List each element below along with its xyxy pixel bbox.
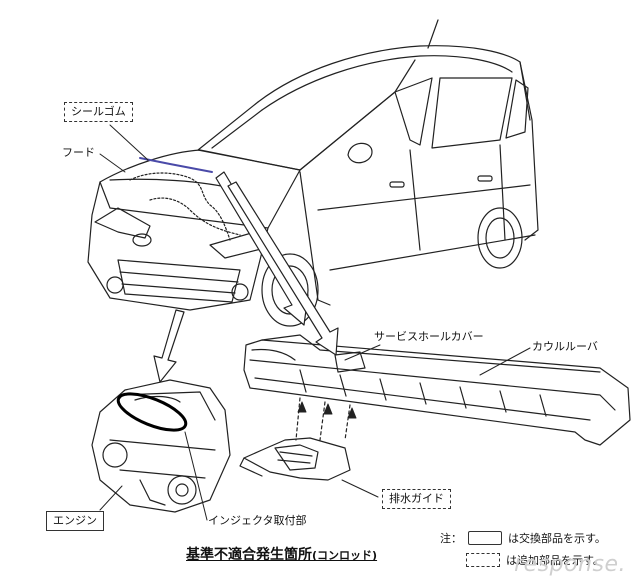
label-injector-mount: インジェクタ取付部 <box>208 514 307 527</box>
callout-lines <box>99 124 531 521</box>
label-hood: フード <box>62 146 95 159</box>
title-main: 基準不適合発生箇所 <box>186 547 312 563</box>
legend-replace-row: 注： は交換部品を示す。 <box>440 530 606 546</box>
label-service-hole-cover: サービスホールカバー <box>374 330 484 343</box>
engine-illustration <box>91 379 231 513</box>
legend-add-row: は追加部品を示す。 <box>466 552 604 568</box>
drain-guide-illustration <box>239 437 351 481</box>
label-drain-guide: 排水ガイド <box>382 489 451 509</box>
legend-solid-swatch <box>468 531 502 545</box>
nonconformity-title: 基準不適合発生箇所(コンロッド) <box>186 544 377 564</box>
small-arrows <box>297 401 357 419</box>
title-sub: (コンロッド) <box>312 549 378 562</box>
legend-prefix: 注： <box>440 532 462 545</box>
label-seal-rubber: シールゴム <box>64 102 133 122</box>
cowl-louver-illustration <box>243 334 631 446</box>
big-arrows <box>153 171 339 383</box>
watermark-logo: response. <box>514 552 626 577</box>
legend-replace-text: は交換部品を示す。 <box>508 532 606 545</box>
label-engine: エンジン <box>46 511 104 531</box>
legend-dashed-swatch <box>466 553 500 567</box>
legend-add-text: は追加部品を示す。 <box>506 554 604 567</box>
car-illustration <box>87 19 539 327</box>
label-cowl-louver: カウルルーバ <box>532 340 598 353</box>
